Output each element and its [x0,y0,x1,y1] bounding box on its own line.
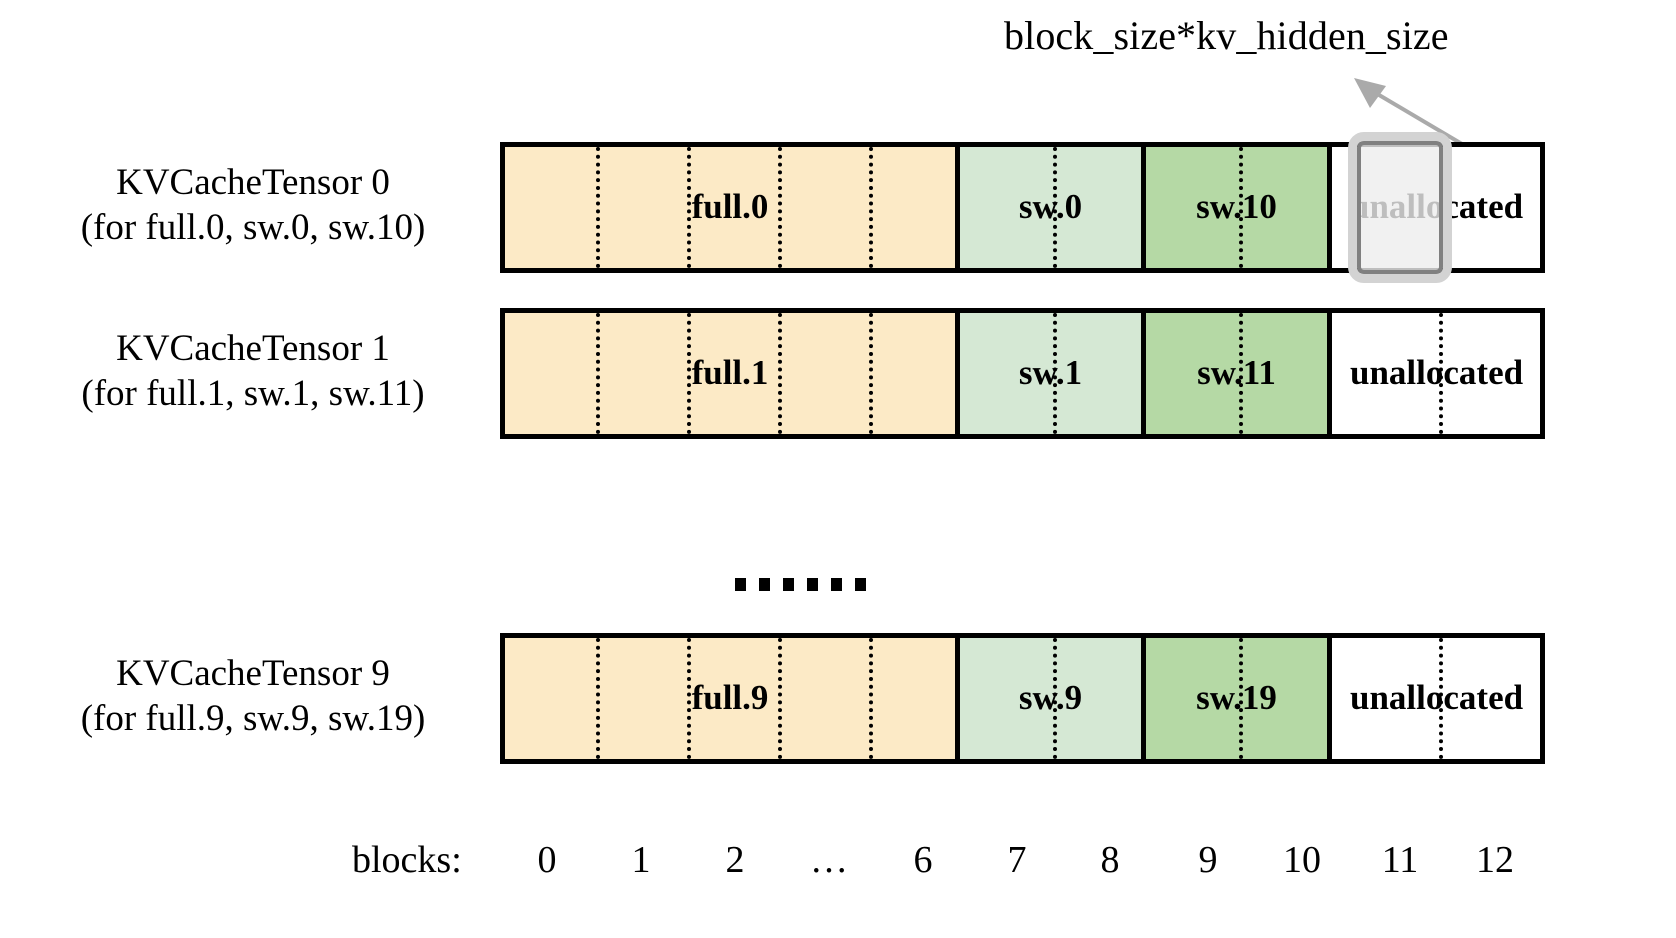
memory-segment-label: full.0 [691,187,769,227]
memory-segment-label: sw.9 [1018,678,1083,718]
memory-segment-label: sw.11 [1197,353,1276,393]
tensor-row-label: KVCacheTensor 9(for full.9, sw.9, sw.19) [18,651,488,741]
memory-segment-full[interactable]: full.9 [505,638,960,759]
tensor-row-label-line1: KVCacheTensor 0 [116,162,390,203]
block-divider [596,313,600,434]
memory-segment-label: unallocated [1350,353,1524,393]
block-divider [1439,313,1443,434]
memory-segment-full[interactable]: full.1 [505,313,960,434]
block-index-label: … [810,839,848,881]
block-divider [687,638,691,759]
block-divider [596,638,600,759]
block-divider [1239,147,1243,268]
memory-segment-label: sw.1 [1018,353,1083,393]
block-divider [869,147,873,268]
tensor-row-label: KVCacheTensor 0(for full.0, sw.0, sw.10) [18,160,488,250]
tensor-row-label-line2: (for full.1, sw.1, sw.11) [81,373,425,415]
memory-segment-label: unallocated [1350,678,1524,718]
block-index-label: 2 [725,839,745,881]
memory-segment-unalloc[interactable]: unallocated [1332,638,1540,759]
block-index-label: 0 [537,839,557,881]
block-divider [778,313,782,434]
blocks-axis-caption: blocks: [352,839,462,881]
block-divider [1439,638,1443,759]
memory-segment-sw-light[interactable]: sw.1 [960,313,1146,434]
memory-segment-sw-light[interactable]: sw.9 [960,638,1146,759]
arrow-up-right-icon [1354,78,1464,146]
block-index-label: 9 [1198,839,1218,881]
block-index-label: 11 [1381,839,1419,881]
vertical-ellipsis [735,578,866,591]
block-index-label: 6 [913,839,933,881]
memory-segment-unalloc[interactable]: unallocated [1332,313,1540,434]
block-divider [1053,638,1057,759]
block-divider [869,638,873,759]
block-divider [1053,147,1057,268]
memory-segment-label: sw.0 [1018,187,1083,227]
tensor-row-label-line1: KVCacheTensor 9 [116,653,390,694]
memory-segment-sw-dark[interactable]: sw.10 [1146,147,1332,268]
block-divider [869,313,873,434]
block-index-label: 7 [1007,839,1027,881]
tensor-row-label-line2: (for full.0, sw.0, sw.10) [80,207,426,249]
memory-segment-label: sw.19 [1196,678,1277,718]
memory-segment-sw-dark[interactable]: sw.11 [1146,313,1332,434]
block-index-label: 10 [1283,839,1321,881]
block-divider [1239,638,1243,759]
block-index-label: 1 [631,839,651,881]
tensor-bar: full.9 sw.9 sw.19 unallocated [500,633,1545,764]
memory-segment-label: full.9 [691,678,769,718]
memory-segment-sw-light[interactable]: sw.0 [960,147,1146,268]
block-divider [1239,313,1243,434]
tensor-bar: full.0 sw.0 sw.10 unallocated [500,142,1545,273]
block-divider [778,147,782,268]
memory-segment-unalloc[interactable]: unallocated [1332,147,1540,268]
block-divider [1053,313,1057,434]
memory-segment-full[interactable]: full.0 [505,147,960,268]
block-divider [596,147,600,268]
block-index-label: 8 [1100,839,1120,881]
block-divider [687,313,691,434]
tensor-row-label: KVCacheTensor 1(for full.1, sw.1, sw.11) [18,326,488,416]
memory-segment-label: sw.10 [1196,187,1277,227]
block-index-label: 12 [1476,839,1514,881]
tensor-row-label-line2: (for full.9, sw.9, sw.19) [80,698,426,740]
memory-segment-label: full.1 [691,353,769,393]
memory-segment-sw-dark[interactable]: sw.19 [1146,638,1332,759]
block-divider [778,638,782,759]
tensor-bar: full.1 sw.1 sw.11 unallocated [500,308,1545,439]
memory-segment-label: unallocated [1350,187,1524,227]
annotation-label: block_size*kv_hidden_size [1004,13,1449,58]
tensor-row-label-line1: KVCacheTensor 1 [116,328,390,369]
block-divider [687,147,691,268]
